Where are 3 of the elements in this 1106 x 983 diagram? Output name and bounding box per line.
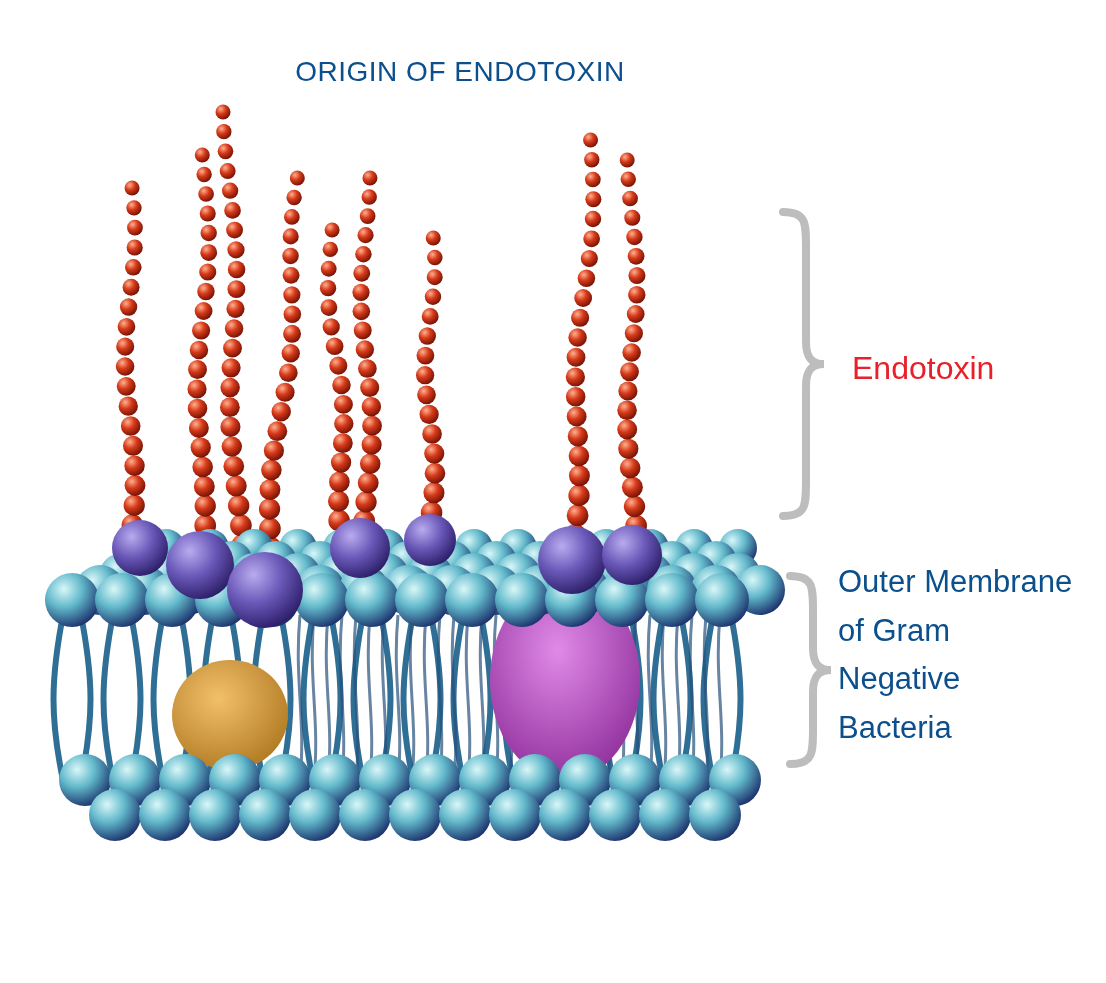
label-text: Endotoxin xyxy=(852,349,996,388)
diagram-title: ORIGIN OF ENDOTOXIN xyxy=(294,56,626,88)
label-text: Outer Membrane of Gram Negative Bacteria xyxy=(838,563,1074,747)
